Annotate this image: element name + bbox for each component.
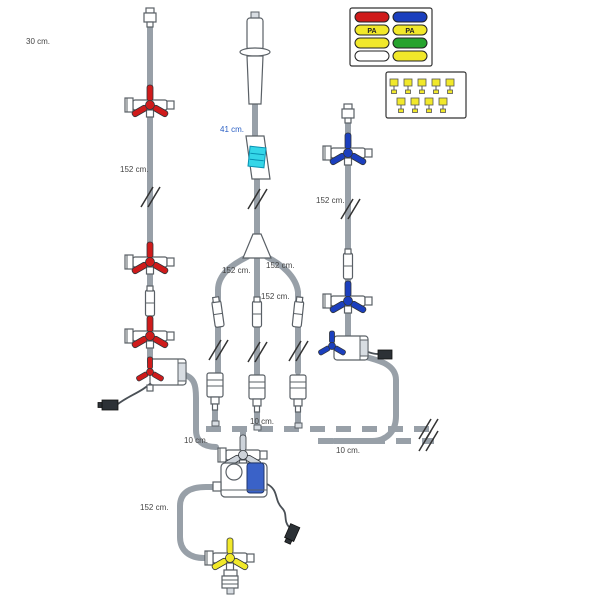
cable-plug-tip xyxy=(97,402,103,408)
tube-bottom-loop xyxy=(177,484,225,561)
legend-color-panel: PA PA xyxy=(349,7,433,67)
yellow-tag-icon xyxy=(417,78,427,94)
stopcock-red-icon xyxy=(124,315,175,350)
male-connector-icon xyxy=(143,7,157,28)
center-infusion-line xyxy=(206,11,309,431)
legend-pill-yellow-pa xyxy=(392,24,428,36)
yellow-tag-icon xyxy=(410,97,420,113)
transducer-port xyxy=(359,339,369,357)
length-label-152cm-right: 152 cm. xyxy=(316,196,344,205)
length-label-152cm-left: 152 cm. xyxy=(120,165,148,174)
flush-device-dome xyxy=(225,463,243,481)
connector-block-icon xyxy=(289,374,307,413)
distal-connector-ribbed xyxy=(221,575,239,589)
yellow-tag-icon xyxy=(445,78,455,94)
yellow-tag-icon xyxy=(431,78,441,94)
cable-plug-icon xyxy=(284,523,301,545)
legend-pill-blue xyxy=(392,11,428,23)
cable-plug-icon xyxy=(101,399,119,411)
legend-pill-white xyxy=(354,50,390,62)
yellow-tag-icon xyxy=(396,97,406,113)
luer-connector-icon xyxy=(291,296,305,328)
bottom-flush-assembly xyxy=(204,434,301,595)
stopcock-red-icon xyxy=(124,84,175,119)
yellow-tag-icon xyxy=(389,78,399,94)
length-label-152cm-bottom: 152 cm. xyxy=(140,503,168,512)
length-label-152cm-branch-left: 152 cm. xyxy=(222,266,250,275)
yellow-tag-icon xyxy=(424,97,434,113)
legend-pill-green xyxy=(392,37,428,49)
flush-device-blue-part xyxy=(246,462,265,494)
roller-clamp xyxy=(245,135,271,180)
roller-cyan-icon xyxy=(247,145,267,169)
legend-pa-label: PA xyxy=(405,28,414,35)
connector-block-icon xyxy=(206,372,224,411)
luer-connector-icon xyxy=(251,296,263,328)
stopcock-blue-icon xyxy=(322,132,373,167)
male-connector-icon xyxy=(341,103,355,124)
connector-block-icon xyxy=(248,374,266,413)
legend-pill-yellow-pa xyxy=(354,24,390,36)
length-label-41cm: 41 cm. xyxy=(220,125,244,134)
luer-connector-icon xyxy=(210,295,225,329)
length-label-10cm-left: 10 cm. xyxy=(184,436,208,445)
yellow-tag-icon xyxy=(403,78,413,94)
legend-pill-red xyxy=(354,11,390,23)
transducer-blue xyxy=(317,330,393,361)
roller-rib xyxy=(250,152,265,156)
tube-end-cap xyxy=(253,424,262,431)
transducer-vent xyxy=(146,384,154,392)
length-label-152cm-branch-right: 152 cm. xyxy=(266,261,294,270)
y-manifold xyxy=(242,233,272,259)
legend-pill-yellow xyxy=(354,37,390,49)
length-labels: 30 cm. 152 cm. 41 cm. 152 cm. 152 cm. 15… xyxy=(26,37,360,512)
spike-cap xyxy=(250,11,260,19)
drip-chamber xyxy=(246,55,264,105)
luer-connector-icon xyxy=(144,285,156,317)
tube-branch-left-upper xyxy=(215,254,250,305)
stopcock-blue-icon xyxy=(322,280,373,315)
length-label-10cm-right: 10 cm. xyxy=(336,446,360,455)
spike-flange xyxy=(239,47,271,57)
tube-end-cap xyxy=(211,420,220,427)
tubing-runs xyxy=(147,23,434,561)
left-pressure-line xyxy=(97,7,187,411)
plug-tip xyxy=(284,537,293,545)
luer-connector-icon xyxy=(342,248,354,280)
tube-branch-right-upper xyxy=(264,254,301,305)
right-pressure-line xyxy=(317,103,393,361)
legend-pill-yellow xyxy=(392,50,428,62)
roller-rib xyxy=(249,158,264,162)
length-label-30cm: 30 cm. xyxy=(26,37,50,46)
tube-end-cap xyxy=(294,422,303,429)
cable-plug-icon xyxy=(377,349,393,360)
spike-body xyxy=(246,17,264,51)
legend-pa-label: PA xyxy=(367,28,376,35)
distal-connector xyxy=(223,569,238,577)
length-label-152cm-branch-mid: 152 cm. xyxy=(261,292,289,301)
length-label-10cm-mid: 10 cm. xyxy=(250,417,274,426)
distal-tip xyxy=(226,587,235,595)
tube-left-output xyxy=(179,371,219,450)
transducer-red xyxy=(97,356,187,411)
flush-device-left-port xyxy=(212,481,222,492)
stopcock-yellow-icon xyxy=(204,537,255,572)
transducer-cable xyxy=(117,381,153,405)
stopcock-red-icon xyxy=(124,241,175,276)
transducer-cable xyxy=(266,483,290,528)
legend-tag-panel xyxy=(385,71,467,119)
transducer-port xyxy=(177,362,187,382)
yellow-tag-icon xyxy=(438,97,448,113)
